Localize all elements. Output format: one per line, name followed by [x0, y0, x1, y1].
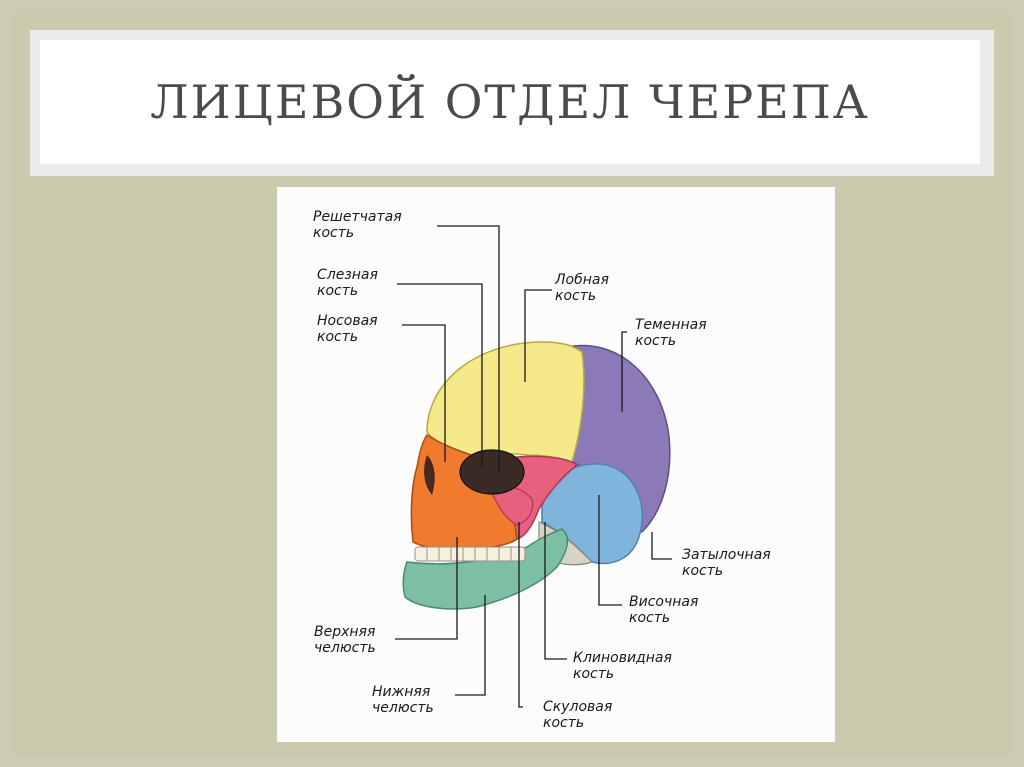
leader-mandible: [455, 595, 486, 696]
leader-sphenoid: [544, 522, 567, 660]
skull-illustration: [395, 225, 672, 708]
slide-title: ЛИЦЕВОЙ ОТДЕЛ ЧЕРЕПА: [150, 75, 870, 129]
leader-temporal: [598, 495, 622, 606]
leader-zygomatic: [518, 522, 523, 708]
frontal-bone-shape: [426, 341, 585, 463]
leader-nasal: [402, 324, 446, 462]
nasal-cavity-shape: [424, 455, 435, 495]
leader-lacrimal: [397, 283, 483, 467]
orbit-shape: [459, 449, 525, 495]
leader-maxilla: [395, 537, 458, 640]
title-box: ЛИЦЕВОЙ ОТДЕЛ ЧЕРЕПА: [40, 40, 980, 164]
teeth-shape: [414, 546, 526, 562]
leader-occipital: [651, 532, 672, 560]
leader-parietal: [621, 331, 627, 412]
leader-ethmoid: [437, 225, 500, 472]
leader-frontal: [524, 289, 552, 382]
